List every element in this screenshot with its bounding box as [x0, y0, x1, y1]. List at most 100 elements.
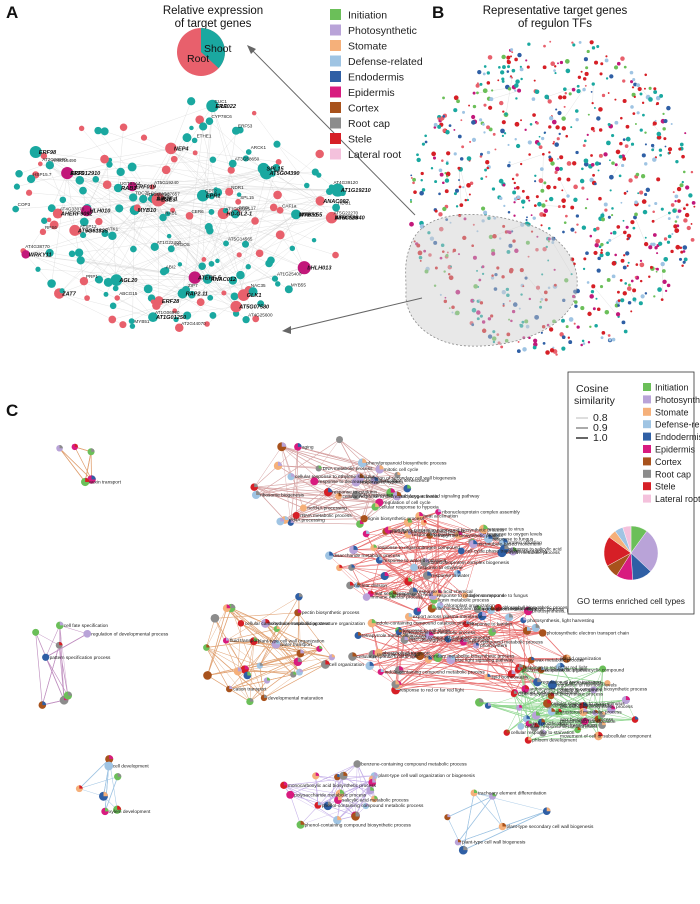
regulon-node: [532, 216, 536, 220]
gene-node: [273, 190, 282, 200]
regulon-node: [622, 219, 625, 222]
gene-node: [208, 192, 215, 200]
regulon-node: [614, 163, 618, 167]
go-edge: [226, 608, 277, 645]
regulon-node: [630, 105, 634, 109]
regulon-node: [561, 318, 565, 323]
regulon-node: [506, 332, 511, 337]
gene-node: [108, 315, 117, 324]
go-term-label: export across plasma membrane: [413, 614, 483, 620]
regulon-node: [490, 276, 495, 280]
network-edge: [202, 195, 315, 241]
regulon-node: [623, 191, 627, 195]
regulon-node: [520, 162, 523, 166]
go-edge: [439, 605, 515, 693]
regulon-node: [675, 244, 681, 250]
go-edge: [329, 531, 386, 556]
gene-node: [112, 285, 119, 292]
regulon-node: [493, 287, 498, 291]
go-edge: [206, 647, 251, 702]
go-term-node: [296, 820, 305, 829]
go-term-node: [295, 593, 303, 601]
go-term-node: [339, 771, 348, 780]
network-edge: [117, 297, 154, 318]
regulon-node: [483, 65, 487, 68]
go-edge: [337, 776, 356, 816]
regulon-node: [487, 334, 493, 339]
go-term-node: [375, 556, 383, 564]
go-term-label: CDP-diacylglycerol biosynthetic process: [518, 691, 604, 697]
regulon-node: [479, 152, 483, 156]
gene-node: [188, 271, 201, 284]
gene-node: [61, 167, 74, 180]
regulon-node: [512, 302, 518, 307]
regulon-node: [481, 272, 485, 276]
regulon-node: [608, 238, 612, 242]
go-term-node: [599, 665, 607, 673]
go-edge: [370, 593, 418, 612]
regulon-node: [429, 236, 435, 241]
go-term-label: phenylpropanoid biosynthetic process: [366, 460, 447, 466]
go-term-node: [71, 443, 78, 451]
go-edge: [103, 765, 110, 797]
regulon-node: [568, 317, 574, 322]
regulon-node: [607, 334, 611, 337]
regulon-node: [564, 59, 570, 64]
regulon-node: [628, 283, 631, 287]
go-edge: [542, 632, 567, 659]
network-edge: [86, 159, 110, 211]
regulon-node: [497, 79, 500, 82]
regulon-node: [534, 314, 540, 320]
regulon-node: [541, 325, 546, 329]
tf-label: AT5G61835: [77, 228, 109, 234]
go-edge: [351, 534, 409, 568]
regulon-node: [440, 243, 445, 248]
go-edge: [611, 709, 636, 720]
gene-label: AT1G22400: [157, 240, 182, 245]
gene-node: [236, 192, 242, 197]
go-term-node: [516, 704, 523, 711]
regulon-node: [462, 110, 466, 114]
regulon-node: [660, 261, 665, 267]
regulon-node: [555, 108, 558, 111]
regulon-node: [527, 42, 531, 46]
regulon-node: [609, 174, 614, 180]
regulon-node: [638, 301, 643, 306]
go-term-node: [523, 606, 533, 616]
regulon-node: [453, 152, 457, 156]
gene-node: [206, 99, 219, 113]
go-edge: [463, 610, 529, 643]
gene-label: AT3G58650: [235, 157, 260, 162]
go-edge: [463, 792, 475, 851]
network-edge: [235, 167, 277, 307]
regulon-node: [600, 336, 604, 340]
gene-label: NDR1: [231, 185, 244, 190]
regulon-node: [625, 136, 631, 142]
gene-node: [170, 155, 178, 163]
go-term-node: [475, 698, 484, 707]
gene-node: [119, 123, 128, 131]
go-edge: [281, 446, 380, 503]
network-edge: [156, 267, 305, 306]
go-edge: [366, 511, 439, 535]
regulon-node: [587, 311, 592, 317]
regulon-node: [463, 217, 467, 221]
go-edge: [482, 615, 567, 659]
go-celltype-pie: [603, 525, 659, 581]
gene-node: [245, 149, 252, 155]
regulon-node: [685, 203, 689, 207]
regulon-node: [632, 297, 637, 302]
regulon-node: [663, 118, 668, 124]
go-term-node: [524, 736, 532, 744]
regulon-node: [619, 278, 623, 282]
go-term-node: [276, 517, 285, 526]
cosine-title-1: Cosine: [576, 383, 609, 395]
regulon-node: [618, 154, 623, 159]
regulon-node: [559, 332, 564, 337]
gene-label: COP3: [18, 202, 31, 207]
go-term-node: [598, 721, 606, 729]
regulon-node: [476, 82, 479, 85]
regulon-node: [644, 162, 648, 166]
network-edge: [170, 148, 279, 163]
regulon-node: [564, 278, 569, 283]
